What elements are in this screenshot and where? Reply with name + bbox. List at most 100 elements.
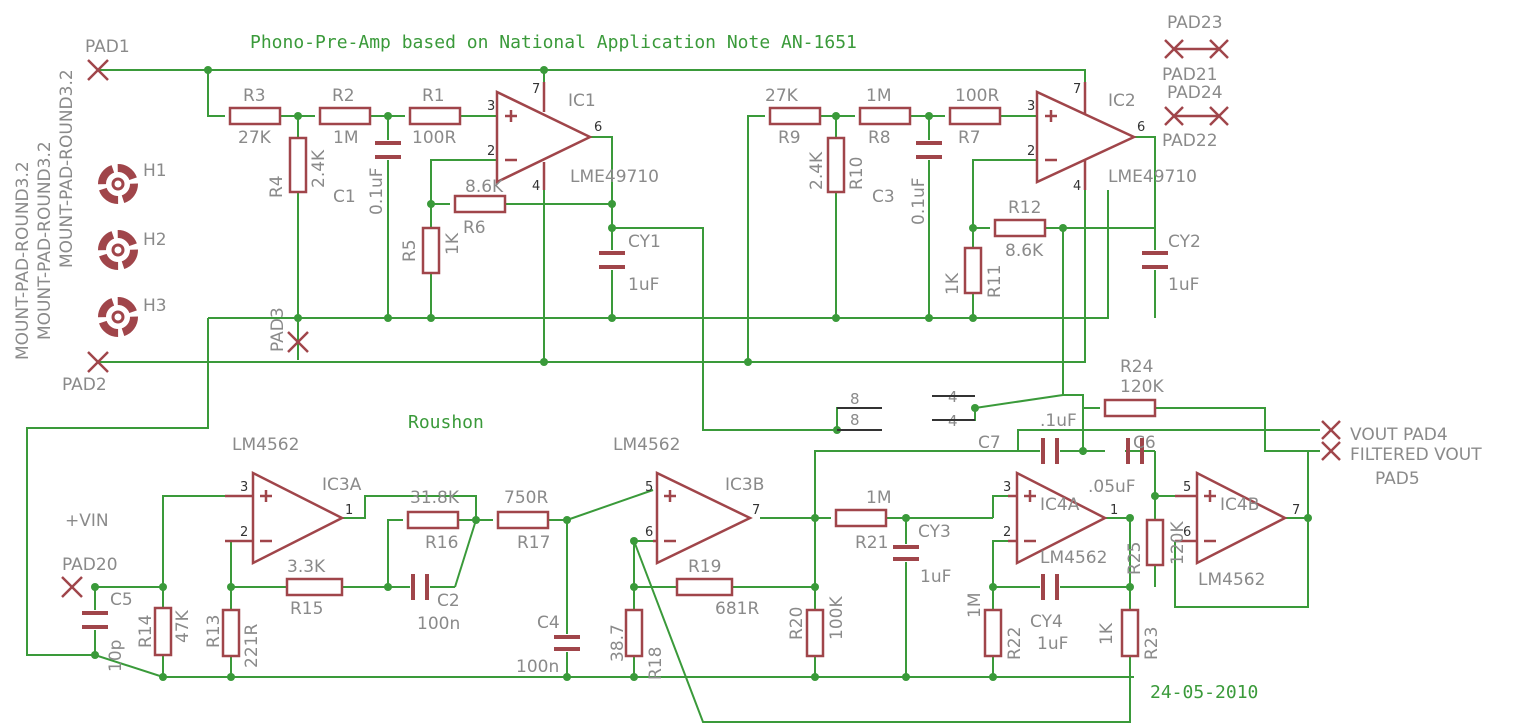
r22-name: R22 bbox=[1005, 627, 1025, 660]
c4-value: 100n bbox=[516, 657, 559, 677]
ic2-name: IC2 bbox=[1108, 91, 1136, 111]
ic3b-part: LM4562 bbox=[613, 435, 680, 455]
pad23-label: PAD23 bbox=[1167, 13, 1223, 33]
pad22-label: PAD22 bbox=[1162, 131, 1218, 151]
opamp-ic2 bbox=[1035, 82, 1137, 190]
r7-name: R7 bbox=[958, 128, 981, 148]
r8-value: 1M bbox=[866, 86, 891, 106]
ic4a-name: IC4A bbox=[1040, 495, 1080, 515]
ic4b-pin7: 7 bbox=[1292, 503, 1300, 518]
c2-name: C2 bbox=[437, 591, 460, 611]
ic3a-part: LM4562 bbox=[232, 435, 299, 455]
resistor-r1 bbox=[408, 106, 462, 126]
opamp-ic1 bbox=[495, 82, 593, 190]
capacitor-c5 bbox=[82, 611, 108, 629]
r14-value: 47K bbox=[173, 609, 193, 643]
r15-value: 3.3K bbox=[287, 557, 326, 577]
power-pin-8a: 8 bbox=[850, 390, 860, 408]
pad20-label: PAD20 bbox=[62, 555, 118, 575]
schematic-title: Phono-Pre-Amp based on National Applicat… bbox=[250, 32, 857, 53]
ic1-pin6: 6 bbox=[594, 120, 602, 135]
resistor-r16 bbox=[406, 510, 460, 530]
resistor-r2 bbox=[318, 106, 372, 126]
resistor-r3 bbox=[228, 106, 282, 126]
r19-name: R19 bbox=[688, 557, 721, 577]
power-connector-stubs bbox=[837, 395, 975, 431]
capacitor-cy4 bbox=[1041, 574, 1059, 600]
ic1-pin2: 2 bbox=[487, 144, 495, 159]
vin-label: +VIN bbox=[65, 511, 109, 531]
ic1-name: IC1 bbox=[568, 91, 596, 111]
resistor-r7 bbox=[948, 106, 1002, 126]
r16-value: 31.8K bbox=[410, 488, 460, 508]
r3-name: R3 bbox=[243, 86, 266, 106]
power-pin-8b: 8 bbox=[850, 411, 860, 429]
r3-value: 27K bbox=[238, 128, 272, 148]
resistor-r6 bbox=[453, 194, 507, 214]
pad24-label: PAD24 bbox=[1167, 83, 1223, 103]
ic2-pin2: 2 bbox=[1027, 144, 1035, 159]
r2-name: R2 bbox=[332, 86, 355, 106]
ic4a-pin3: 3 bbox=[1003, 480, 1011, 495]
r19-value: 681R bbox=[715, 599, 759, 619]
r11-value: 1K bbox=[943, 272, 963, 295]
resistor-r22 bbox=[983, 608, 1003, 658]
capacitor-c4 bbox=[554, 635, 580, 651]
c6-value: .05uF bbox=[1088, 477, 1136, 497]
r23-value: 1K bbox=[1097, 622, 1117, 645]
resistor-r8 bbox=[858, 106, 912, 126]
r11-name: R11 bbox=[985, 265, 1005, 298]
cy1-value: 1uF bbox=[628, 275, 659, 295]
cy3-value: 1uF bbox=[920, 567, 951, 587]
resistor-r11 bbox=[963, 246, 983, 295]
r18-name: R18 bbox=[646, 647, 666, 680]
capacitor-cy2 bbox=[1142, 251, 1168, 269]
r5-name: R5 bbox=[400, 239, 420, 262]
hole-label-h3: H3 bbox=[143, 296, 167, 316]
pad-pad24-marker bbox=[1164, 106, 1229, 126]
mounting-holes bbox=[98, 164, 138, 337]
r18-value: 38.7 bbox=[608, 624, 628, 662]
hole-label-h1: H1 bbox=[143, 161, 167, 181]
c3-name: C3 bbox=[872, 187, 895, 207]
c1-value: 0.1uF bbox=[367, 167, 387, 215]
ic2-pin3: 3 bbox=[1027, 99, 1035, 114]
r10-value: 2.4K bbox=[807, 151, 827, 190]
r17-value: 750R bbox=[504, 488, 548, 508]
ic2-pin6: 6 bbox=[1137, 120, 1145, 135]
ic4b-part: LM4562 bbox=[1198, 570, 1265, 590]
ic4b-pin6: 6 bbox=[1183, 525, 1191, 540]
ic1-part: LME49710 bbox=[570, 167, 659, 187]
r5-value: 1K bbox=[443, 232, 463, 255]
pad-pad5-marker bbox=[1321, 441, 1341, 461]
r1-value: 100R bbox=[412, 128, 456, 148]
resistor-r12 bbox=[993, 218, 1047, 238]
r13-name: R13 bbox=[204, 615, 224, 648]
r23-name: R23 bbox=[1142, 627, 1162, 660]
pad-pad3-marker bbox=[287, 331, 309, 353]
resistor-r18 bbox=[624, 608, 644, 658]
mounting-hole-h2-icon bbox=[98, 230, 138, 270]
c7-name: C7 bbox=[978, 433, 1001, 453]
resistor-r5 bbox=[421, 226, 441, 275]
r14-name: R14 bbox=[136, 615, 156, 648]
opamp-ic3a bbox=[225, 470, 345, 566]
ic3a-pin3: 3 bbox=[240, 480, 248, 495]
pad-pad4-marker bbox=[1321, 420, 1341, 440]
r20-name: R20 bbox=[787, 607, 807, 640]
capacitor-c1 bbox=[375, 141, 401, 159]
ic2-part: LME49710 bbox=[1108, 167, 1197, 187]
c3-value: 0.1uF bbox=[909, 177, 929, 225]
pad21-label: PAD21 bbox=[1162, 65, 1218, 85]
pad-pad23-marker bbox=[1164, 39, 1229, 59]
ic1-pin4: 4 bbox=[532, 179, 540, 194]
ic4b-pin5: 5 bbox=[1183, 480, 1191, 495]
r17-name: R17 bbox=[517, 533, 550, 553]
r6-value: 8.6K bbox=[465, 177, 504, 197]
ic3b-pin7: 7 bbox=[752, 503, 760, 518]
cy2-value: 1uF bbox=[1168, 275, 1199, 295]
r25-name: R25 bbox=[1125, 542, 1145, 575]
capacitor-c3 bbox=[916, 141, 942, 159]
r4-name: R4 bbox=[267, 175, 287, 198]
